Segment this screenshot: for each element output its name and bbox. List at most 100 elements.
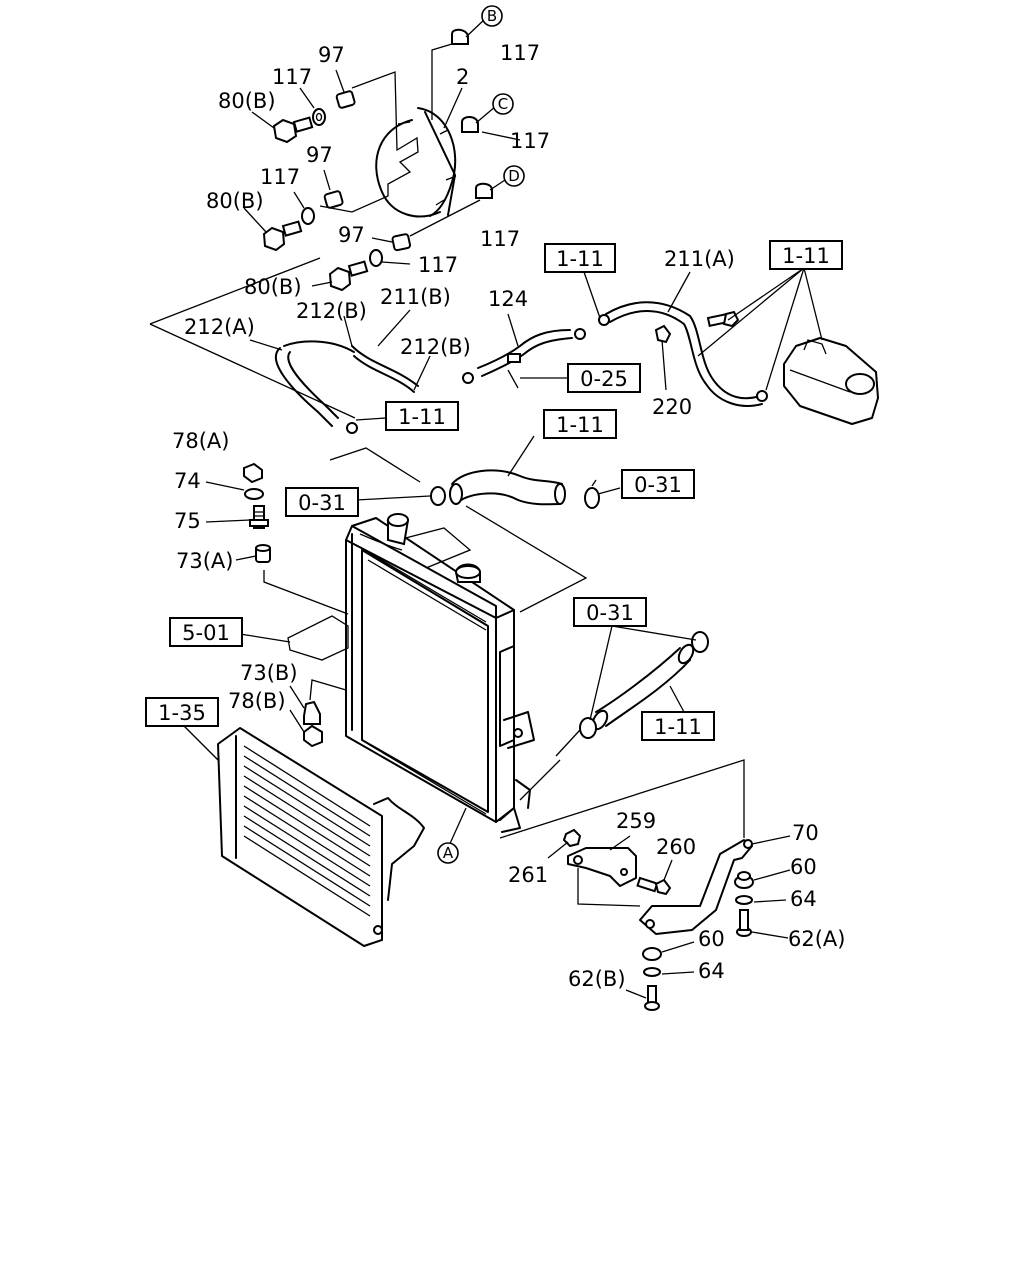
ref-0-25[interactable]: 0-25: [567, 363, 641, 393]
label-64-upper: 64: [790, 887, 817, 911]
plug-75: [249, 505, 269, 529]
label-212b-lower: 212(B): [400, 335, 471, 359]
callout-c: C: [492, 93, 514, 115]
upper-hose-leaders: [329, 435, 621, 613]
ref-0-31-lower[interactable]: 0-31: [573, 597, 647, 627]
fan-shroud: [375, 107, 457, 218]
label-62b: 62(B): [568, 967, 626, 991]
label-97-lower: 97: [338, 223, 365, 247]
rubber-60-lower: [642, 941, 695, 961]
ref-1-11-lower-hose[interactable]: 1-11: [641, 711, 715, 741]
svg-text:0-31: 0-31: [298, 491, 346, 515]
svg-text:0-25: 0-25: [580, 367, 628, 391]
svg-text:1-11: 1-11: [654, 715, 702, 739]
ref-1-35[interactable]: 1-35: [145, 697, 219, 727]
ref-1-11-upper-hose[interactable]: 1-11: [543, 409, 617, 439]
hose-124: [477, 329, 573, 377]
bolt-80b-upper: [272, 116, 314, 144]
svg-text:D: D: [508, 167, 520, 185]
callout-b: B: [481, 5, 503, 27]
label-97-upper: 97: [318, 43, 345, 67]
label-212a: 212(A): [184, 315, 255, 339]
bolt-260: [636, 859, 673, 896]
washer-74: [244, 488, 264, 500]
lower-hose-clamps: [579, 631, 709, 739]
svg-text:B: B: [487, 7, 497, 25]
nut-78b: [289, 709, 323, 748]
label-117-middle: 117: [260, 165, 300, 189]
clamp-220: [654, 324, 672, 344]
drain-leaders: [205, 481, 349, 615]
washer-64-upper: [735, 895, 787, 905]
rubber-60-upper: [734, 869, 791, 889]
label-97-middle: 97: [306, 143, 333, 167]
arm-70: [577, 835, 791, 935]
label-124: 124: [488, 287, 528, 311]
bolt-62a: [736, 909, 789, 939]
svg-text:0-31: 0-31: [586, 601, 634, 625]
label-78a: 78(A): [172, 429, 229, 453]
hose-212a: [274, 340, 355, 427]
label-261: 261: [508, 863, 548, 887]
label-117-top: 117: [500, 41, 540, 65]
label-212b-upper: 212(B): [296, 299, 367, 323]
label-70: 70: [792, 821, 819, 845]
cap-117-d: [475, 177, 509, 199]
washer-117-middle: [301, 207, 315, 225]
label-80b-lower: 80(B): [244, 275, 302, 299]
label-60-lower: 60: [698, 927, 725, 951]
label-2: 2: [456, 65, 469, 89]
washer-117-lower: [369, 249, 383, 267]
lower-hose-leaders: [589, 625, 697, 721]
radiator-leader-a: [447, 729, 745, 849]
svg-text:5-01: 5-01: [182, 621, 230, 645]
label-64-lower: 64: [698, 959, 725, 983]
nut-78a: [243, 462, 263, 484]
bracket-259: [567, 847, 637, 887]
hose-leaders: [249, 267, 823, 421]
bolt-top-right: [706, 310, 740, 328]
upper-radiator-hose: [449, 469, 566, 506]
bolt-80b-middle: [262, 220, 303, 252]
cock-73a: [255, 544, 271, 563]
shroud-outline-bracket: [319, 71, 419, 213]
ref-1-11-top-left[interactable]: 1-11: [544, 243, 616, 273]
bolt-80b-lower: [328, 260, 369, 292]
oil-cooler-5-01: [239, 615, 349, 661]
hose-211b: [351, 345, 419, 393]
cap-117-c: [461, 105, 497, 133]
label-75: 75: [174, 509, 201, 533]
label-80b-middle: 80(B): [206, 189, 264, 213]
spacer-97-middle: [323, 190, 344, 209]
intercooler: [181, 723, 425, 947]
ref-1-11-top-right[interactable]: 1-11: [769, 240, 843, 270]
label-74: 74: [174, 469, 201, 493]
ref-5-01[interactable]: 5-01: [169, 617, 243, 647]
spacer-97-lower: [391, 233, 412, 252]
svg-text:1-11: 1-11: [782, 244, 830, 268]
svg-text:1-35: 1-35: [158, 701, 206, 725]
svg-text:1-11: 1-11: [556, 247, 604, 271]
ref-0-31-right[interactable]: 0-31: [621, 469, 695, 499]
spacer-97-upper: [335, 90, 356, 109]
washer-64-lower: [643, 967, 695, 977]
svg-text:A: A: [443, 844, 454, 862]
label-117-upper: 117: [272, 65, 312, 89]
bolt-62b: [625, 985, 660, 1011]
radiator: [345, 517, 535, 833]
svg-text:C: C: [498, 95, 508, 113]
label-220: 220: [652, 395, 692, 419]
ref-0-31-left[interactable]: 0-31: [285, 487, 359, 517]
radiator-cap: [454, 563, 481, 583]
reservoir-tank: [783, 337, 879, 425]
ref-1-11-hose[interactable]: 1-11: [385, 401, 459, 431]
label-60-upper: 60: [790, 855, 817, 879]
upper-hose-clamps: [430, 479, 600, 509]
label-62a: 62(A): [788, 927, 845, 951]
label-117-c: 117: [510, 129, 550, 153]
radiator-top-tank: [359, 533, 403, 551]
label-260: 260: [656, 835, 696, 859]
label-117-d: 117: [480, 227, 520, 251]
washer-117-upper: [312, 108, 326, 126]
